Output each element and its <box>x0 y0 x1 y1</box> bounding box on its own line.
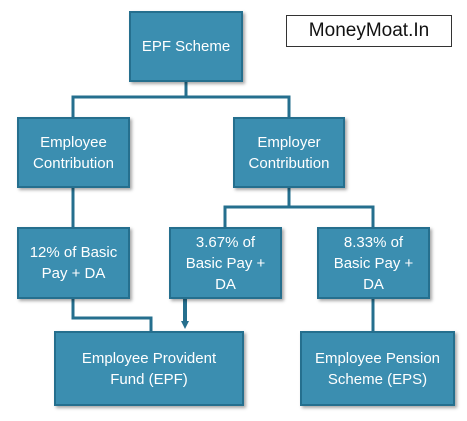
connector-scheme-branch <box>71 95 291 117</box>
epf-scheme-node: EPF Scheme <box>129 11 243 82</box>
employer-833pct-node: 8.33% of Basic Pay + DA <box>317 227 430 299</box>
employee-provident-fund-node: Employee Provident Fund (EPF) <box>54 331 244 406</box>
connector-employer-branch <box>223 205 375 227</box>
brand-logo-text: MoneyMoat.In <box>286 15 452 47</box>
employer-contribution-node: Employer Contribution <box>233 117 345 188</box>
employee-12pct-node: 12% of Basic Pay + DA <box>17 227 130 299</box>
connector-12pct-to-epf <box>71 299 153 331</box>
employer-367pct-node: 3.67% of Basic Pay + DA <box>169 227 282 299</box>
employee-contribution-node: Employee Contribution <box>17 117 130 188</box>
employee-pension-scheme-node: Employee Pension Scheme (EPS) <box>300 331 455 406</box>
